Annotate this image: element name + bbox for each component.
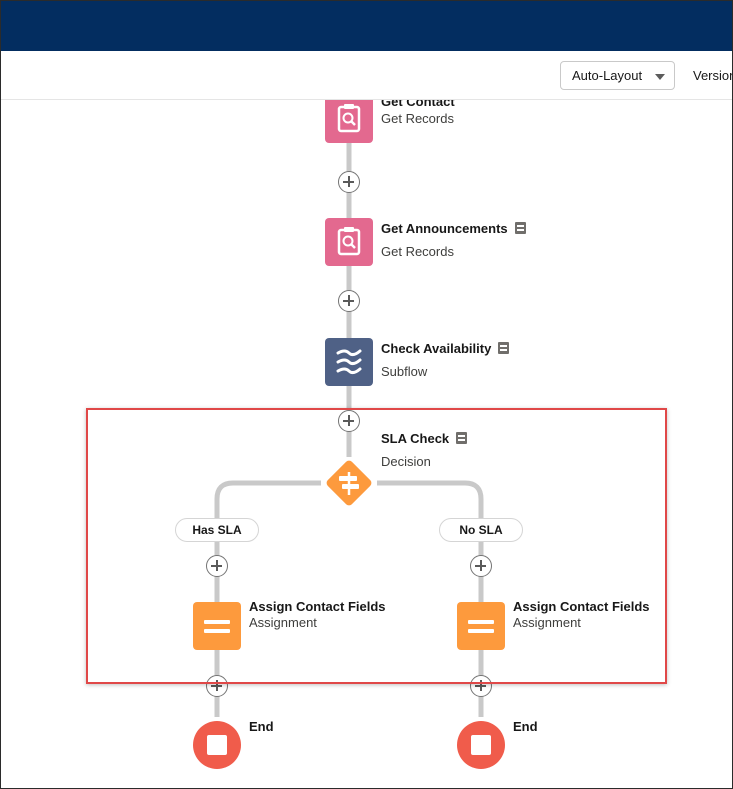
sla-check-title-text: SLA Check — [381, 431, 450, 446]
flow-connectors — [214, 140, 484, 717]
assignment-icon — [468, 620, 494, 633]
add-element-button[interactable] — [206, 675, 228, 697]
auto-layout-select-label: Auto-Layout — [572, 68, 643, 83]
flow-canvas[interactable]: Get Contact Get Records Get Announcement… — [1, 100, 732, 788]
assignment-right-title: Assign Contact Fields — [513, 599, 650, 614]
description-icon[interactable] — [498, 342, 510, 354]
get-contact-node-icon[interactable] — [325, 100, 373, 143]
clipboard-search-icon — [337, 227, 361, 256]
check-availability-title-text: Check Availability — [381, 341, 492, 356]
add-element-button[interactable] — [470, 555, 492, 577]
add-element-button[interactable] — [470, 675, 492, 697]
add-element-button[interactable] — [338, 410, 360, 432]
assignment-right-subtitle: Assignment — [513, 615, 581, 630]
end-left-label: End — [249, 719, 274, 734]
get-announcements-subtitle: Get Records — [381, 244, 454, 259]
branch-label-has-sla[interactable]: Has SLA — [175, 518, 259, 542]
sla-check-decision-node[interactable] — [324, 458, 374, 508]
auto-layout-select[interactable]: Auto-Layout — [560, 61, 675, 90]
assignment-left-subtitle: Assignment — [249, 615, 317, 630]
version-label: Version — [693, 68, 733, 83]
description-icon[interactable] — [456, 432, 468, 444]
chevron-down-icon — [655, 74, 665, 80]
sla-check-subtitle: Decision — [381, 454, 431, 469]
check-availability-title: Check Availability — [381, 341, 510, 356]
description-icon[interactable] — [514, 222, 526, 234]
end-node-left[interactable] — [193, 721, 241, 769]
connector-left-branch — [214, 480, 321, 717]
get-announcements-title: Get Announcements — [381, 221, 526, 236]
assign-contact-fields-right-node-icon[interactable] — [457, 602, 505, 650]
connector-right-branch — [377, 480, 484, 717]
get-contact-title: Get Contact — [381, 100, 455, 109]
assign-contact-fields-left-node-icon[interactable] — [193, 602, 241, 650]
app-header-bar — [1, 1, 732, 51]
get-announcements-title-text: Get Announcements — [381, 221, 508, 236]
stop-icon — [207, 735, 227, 755]
sla-check-title: SLA Check — [381, 431, 468, 446]
get-contact-subtitle: Get Records — [381, 111, 454, 126]
highlight-box — [86, 408, 667, 684]
get-announcements-node-icon[interactable] — [325, 218, 373, 266]
assignment-icon — [204, 620, 230, 633]
check-availability-node-icon[interactable] — [325, 338, 373, 386]
decision-icon — [339, 472, 359, 495]
add-element-button[interactable] — [338, 171, 360, 193]
assignment-left-title: Assign Contact Fields — [249, 599, 386, 614]
subflow-icon — [336, 349, 362, 375]
branch-label-no-sla[interactable]: No SLA — [439, 518, 523, 542]
add-element-button[interactable] — [206, 555, 228, 577]
end-node-right[interactable] — [457, 721, 505, 769]
clipboard-search-icon — [337, 104, 361, 133]
flow-toolbar: Auto-Layout Version — [1, 51, 733, 100]
stop-icon — [471, 735, 491, 755]
end-right-label: End — [513, 719, 538, 734]
check-availability-subtitle: Subflow — [381, 364, 428, 379]
add-element-button[interactable] — [338, 290, 360, 312]
